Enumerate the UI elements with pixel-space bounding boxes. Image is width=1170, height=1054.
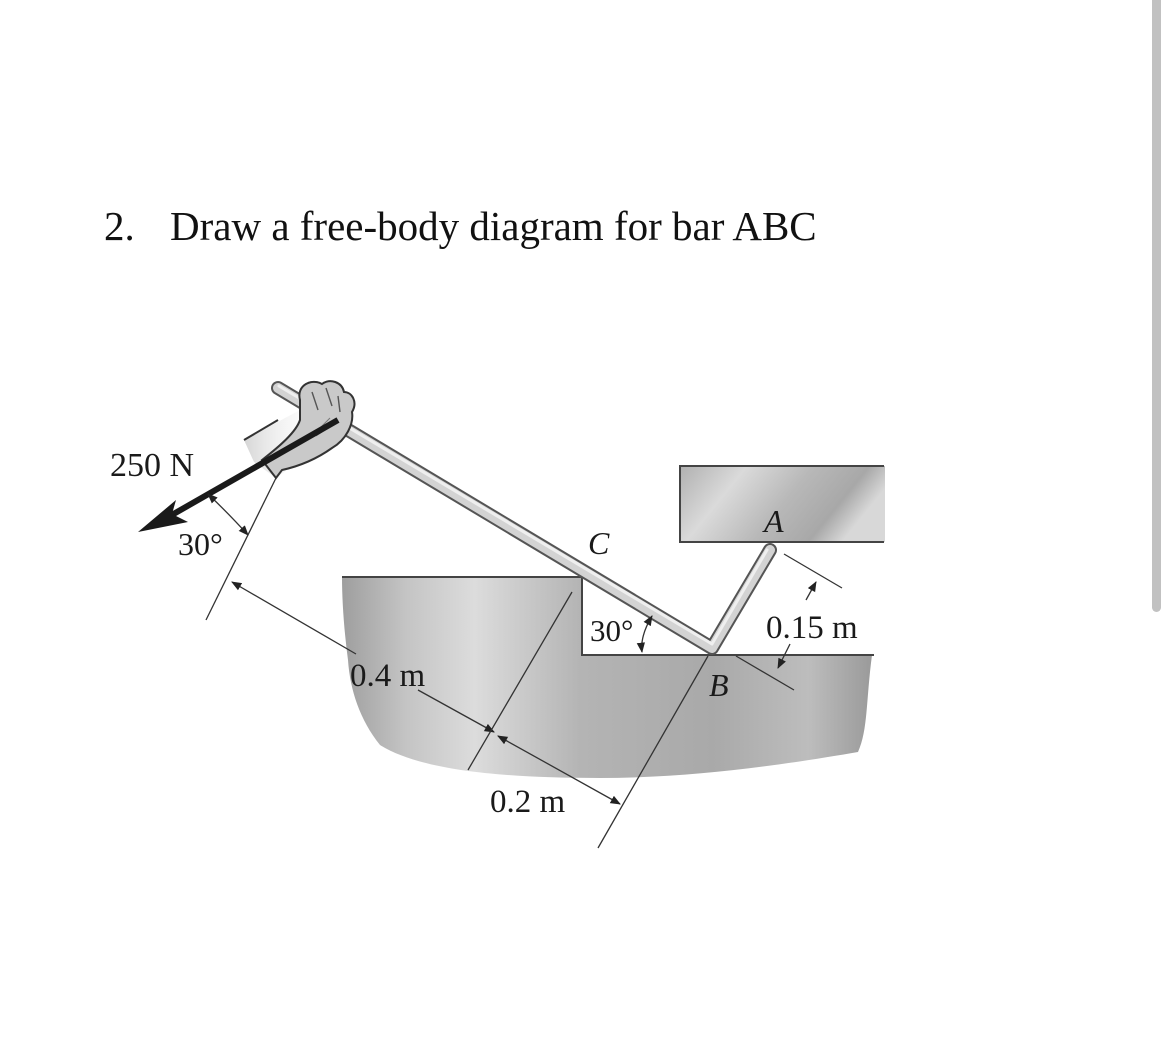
reference-line-hand	[205, 477, 277, 621]
reference-line-b	[597, 655, 709, 849]
point-label-a: A	[762, 503, 784, 539]
dimension-label-0.4m: 0.4 m	[350, 658, 426, 694]
bar-angle-marker	[636, 615, 653, 654]
ground-support	[342, 576, 874, 778]
question-heading: 2. Draw a free-body diagram for bar ABC	[104, 202, 817, 250]
bar-abc	[271, 381, 777, 655]
bar-angle-label: 30°	[590, 613, 633, 648]
dimension-0.15m	[735, 553, 843, 691]
dimension-0.2m	[497, 735, 621, 805]
vertical-scrollbar[interactable]	[1152, 0, 1161, 612]
force-angle-label: 30°	[178, 526, 223, 562]
force-label: 250 N	[110, 447, 194, 484]
force-angle-marker	[207, 493, 249, 536]
dimension-label-0.15m: 0.15 m	[766, 610, 858, 646]
top-support-block	[679, 465, 885, 543]
point-label-b: B	[709, 667, 729, 703]
force-arrow-250n	[138, 417, 340, 532]
dimension-label-0.2m: 0.2 m	[490, 784, 566, 820]
point-label-c: C	[588, 525, 610, 561]
question-text: Draw a free-body diagram for bar ABC	[170, 203, 817, 249]
reference-line-c	[467, 591, 573, 771]
dimension-0.4m	[231, 581, 495, 733]
question-number: 2.	[104, 203, 135, 249]
